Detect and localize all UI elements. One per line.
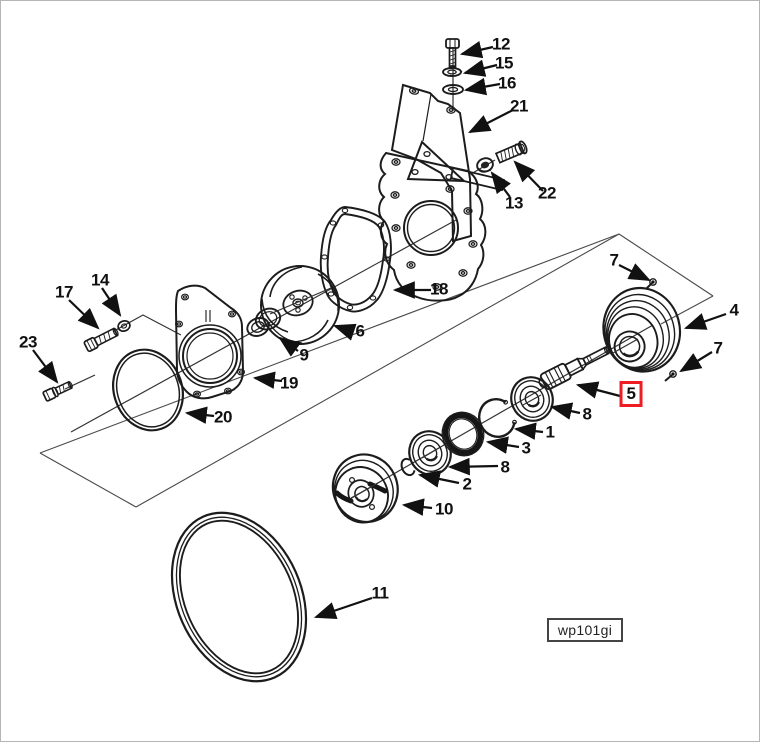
callout-16[interactable]: 16 xyxy=(498,73,516,93)
part-set-screw-7-bottom xyxy=(664,370,677,382)
part-pulley-4 xyxy=(602,286,682,373)
callout-18[interactable]: 18 xyxy=(430,279,448,299)
callout-15[interactable]: 15 xyxy=(495,53,513,73)
callout-1[interactable]: 1 xyxy=(545,422,555,442)
axis-line-overlays xyxy=(269,287,639,499)
callout-14[interactable]: 14 xyxy=(91,270,109,290)
part-mounting-bracket-21 xyxy=(378,83,506,302)
part-hub-pulley-10 xyxy=(331,453,399,524)
callout-22[interactable]: 22 xyxy=(538,183,556,203)
callout-2[interactable]: 2 xyxy=(462,474,472,494)
part-nut-washer-13 xyxy=(476,157,494,173)
part-seal-9 xyxy=(246,307,282,337)
part-bolt-17 xyxy=(83,327,119,353)
part-plug-23 xyxy=(42,380,73,402)
callout-11[interactable]: 11 xyxy=(371,583,389,603)
callout-13[interactable]: 13 xyxy=(505,193,523,213)
drawing-code-text: wp101gi xyxy=(557,622,613,638)
part-v-belt-11 xyxy=(170,511,308,683)
part-set-screw-7-top xyxy=(645,278,657,290)
callout-5-highlighted[interactable]: 5 xyxy=(619,381,643,407)
callout-21[interactable]: 21 xyxy=(510,96,528,116)
callout-20[interactable]: 20 xyxy=(214,407,232,427)
callout-3[interactable]: 3 xyxy=(521,438,531,458)
part-cover-plate-19 xyxy=(174,284,246,400)
part-washer-14 xyxy=(117,320,131,332)
part-o-ring-20 xyxy=(112,348,184,432)
drawing-code-label: wp101gi xyxy=(547,618,623,642)
callout-6[interactable]: 6 xyxy=(355,321,365,341)
callout-23[interactable]: 23 xyxy=(19,332,37,352)
callout-7-bottom[interactable]: 7 xyxy=(713,338,723,358)
callout-12[interactable]: 12 xyxy=(492,34,510,54)
assembly-plane-lines xyxy=(39,233,714,508)
callout-leader-arrows xyxy=(32,41,727,619)
callout-8-lower[interactable]: 8 xyxy=(500,457,510,477)
callout-17[interactable]: 17 xyxy=(55,282,73,302)
part-washer-16 xyxy=(442,84,464,95)
callout-10[interactable]: 10 xyxy=(435,499,453,519)
part-bolt-22 xyxy=(494,140,528,164)
part-gasket-18 xyxy=(319,206,392,313)
part-retaining-clip-2 xyxy=(400,457,416,477)
part-impeller-6 xyxy=(260,265,340,345)
callout-4[interactable]: 4 xyxy=(729,300,739,320)
part-bolt-12 xyxy=(445,38,460,69)
part-lock-washer-15 xyxy=(442,67,463,77)
axis-lines xyxy=(64,49,654,500)
callout-9[interactable]: 9 xyxy=(299,345,309,365)
callout-19[interactable]: 19 xyxy=(280,373,298,393)
part-bearing-8-upper xyxy=(510,376,554,422)
callout-7-top[interactable]: 7 xyxy=(609,250,619,270)
callout-8-upper[interactable]: 8 xyxy=(582,404,592,424)
